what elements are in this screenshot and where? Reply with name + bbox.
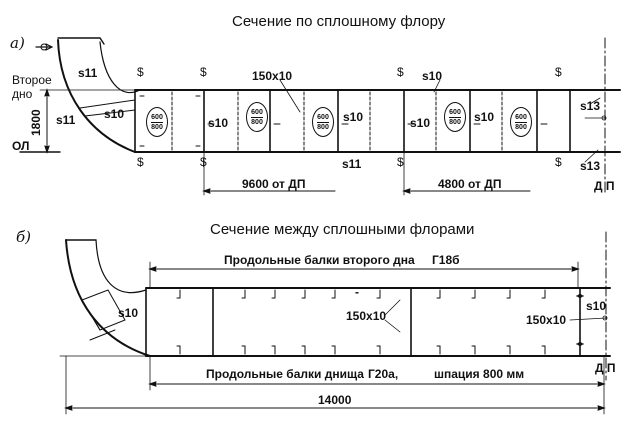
b-hull-shell: [65, 239, 151, 357]
a-weld-symbol: $: [137, 65, 144, 79]
b-section-title: Сечение между сплошными флорами: [210, 221, 475, 238]
b-upper-profile: Г18б: [432, 253, 460, 267]
b-lower-beams-label: Продольные балки днища: [206, 367, 364, 381]
a-plate-s11-side: s11: [56, 113, 76, 127]
a-top-fragment: [57, 37, 105, 45]
b-bracket-size-1: 150х10: [346, 309, 387, 323]
b-center-mark: -: [355, 285, 359, 299]
a-shell-inner: [99, 41, 141, 94]
a-hull-shell: [57, 39, 136, 153]
a-height-dim: 1800: [29, 109, 43, 136]
a-floor-stiffeners: [171, 91, 503, 151]
a-weld-symbol: $: [397, 65, 404, 79]
b-centerline-label: Д П: [595, 361, 616, 375]
a-section-title: Сечение по сплошному флору: [232, 13, 446, 30]
a-centerline-label: Д П: [594, 179, 615, 193]
a-stiffener-size: 150х10: [252, 69, 293, 83]
b-bracket-size-2: 150х10: [526, 313, 567, 327]
b-width-dim: 14000: [318, 393, 352, 407]
a-weld-symbol: $: [200, 155, 207, 169]
a-plate-s11-bottom: s11: [342, 157, 362, 171]
b-spacing: шпация 800 мм: [434, 367, 525, 381]
b-section-marker: б): [16, 228, 32, 246]
a-inner-bottom-label-1: Второе: [12, 73, 52, 87]
a-plate-s10-floor-2: s10: [343, 110, 364, 124]
a-baseline-label: ОЛ: [12, 139, 30, 153]
a-weld-symbol: $: [555, 155, 562, 169]
a-plate-s10-floor-4: s10: [474, 110, 495, 124]
a-weld-symbol: $: [137, 155, 144, 169]
b-lower-profile: Г20а,: [368, 367, 399, 381]
a-weld-symbol: $: [397, 155, 404, 169]
a-inner-bottom-label-2: дно: [12, 87, 33, 101]
b-shell-inner: [95, 239, 147, 294]
a-plate-s13-top: s13: [580, 99, 601, 113]
a-plate-s13-bottom: s13: [580, 159, 601, 173]
b-upper-beams-label: Продольные балки второго дна: [224, 253, 415, 267]
a-plate-s10-floor-1: s10: [208, 116, 229, 130]
a-dim-9600: 9600 от ДП: [242, 177, 306, 191]
b-lower-longitudinals: [176, 345, 546, 355]
a-dim-4800: 4800 от ДП: [438, 177, 502, 191]
a-weld-symbol: $: [200, 65, 207, 79]
a-plate-s10-top-right: s10: [422, 69, 443, 83]
b-plate-s10-left: s10: [118, 306, 139, 320]
a-section-marker: а): [10, 34, 25, 52]
a-girders: [134, 89, 571, 153]
a-plate-s11-top: s11: [78, 66, 98, 80]
b-plate-s10-right: s10: [586, 299, 607, 313]
b-upper-longitudinals: [176, 289, 546, 299]
a-weld-symbol: $: [555, 65, 562, 79]
a-plate-s10-floor-3: s10: [410, 116, 431, 130]
a-plate-s10-bilge: s10: [104, 107, 125, 121]
